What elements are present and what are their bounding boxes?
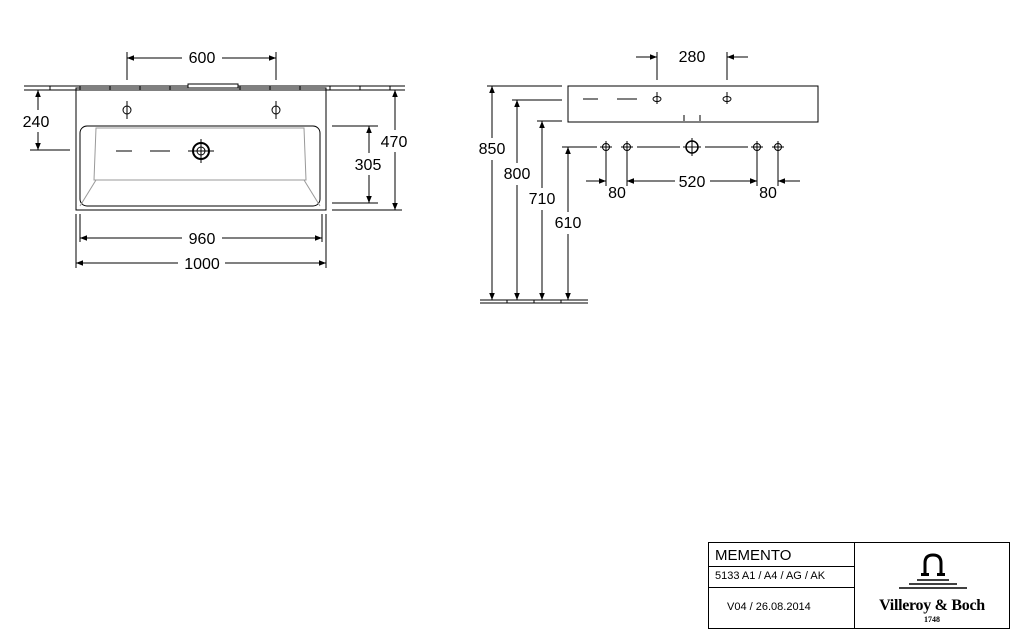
side-view xyxy=(480,52,819,304)
brand-year: 1748 xyxy=(924,615,940,624)
dim-850-label: 850 xyxy=(479,141,506,158)
divider xyxy=(709,587,854,588)
side-hole-left xyxy=(652,92,662,104)
version-date: V04 / 26.08.2014 xyxy=(727,601,811,613)
dim-470-label: 470 xyxy=(381,134,408,151)
dim-280-label: 280 xyxy=(679,49,706,66)
title-block: MEMENTO 5133 A1 / A4 / AG / AK V04 / 26.… xyxy=(708,542,1010,629)
dim-305-label: 305 xyxy=(355,157,382,174)
dim-80-right-label: 80 xyxy=(759,185,777,202)
basin-bowl xyxy=(79,125,321,207)
hole-marker-2 xyxy=(621,141,633,153)
dim-80-left-label: 80 xyxy=(608,185,626,202)
bowl-inner xyxy=(93,127,307,181)
dim-1000-label: 1000 xyxy=(184,256,220,273)
tap-hole-left xyxy=(122,101,132,119)
wall-band xyxy=(24,83,405,91)
front-view xyxy=(24,52,405,268)
basin-side-profile xyxy=(567,85,819,123)
dim-710-label: 710 xyxy=(529,191,556,208)
product-name: MEMENTO xyxy=(715,547,792,564)
dim-610-label: 610 xyxy=(555,215,582,232)
dim-600-label: 600 xyxy=(189,50,216,67)
side-hole-right xyxy=(722,92,732,104)
brand-wordmark: Villeroy & Boch xyxy=(879,597,985,614)
hole-marker-4 xyxy=(772,141,784,153)
side-view-labels: 280 850 800 710 610 80 520 80 xyxy=(479,49,777,232)
hole-marker-1 xyxy=(600,141,612,153)
article-numbers: 5133 A1 / A4 / AG / AK xyxy=(715,570,826,582)
center-drain-marker xyxy=(683,138,701,156)
hole-marker-3 xyxy=(751,141,763,153)
dim-520-label: 520 xyxy=(679,174,706,191)
dim-960-label: 960 xyxy=(189,231,216,248)
divider xyxy=(709,566,854,567)
basin-outline xyxy=(75,87,327,211)
tap-hole-right xyxy=(271,101,281,119)
dim-800-label: 800 xyxy=(504,166,531,183)
front-view-labels: 600 240 470 305 960 1000 xyxy=(23,50,408,273)
villeroy-boch-logo-icon xyxy=(899,553,967,589)
dim-240-label: 240 xyxy=(23,114,50,131)
title-block-info: MEMENTO 5133 A1 / A4 / AG / AK V04 / 26.… xyxy=(709,543,855,628)
brand-cell: Villeroy & Boch 1748 xyxy=(855,543,1009,628)
drain-icon xyxy=(188,139,214,163)
